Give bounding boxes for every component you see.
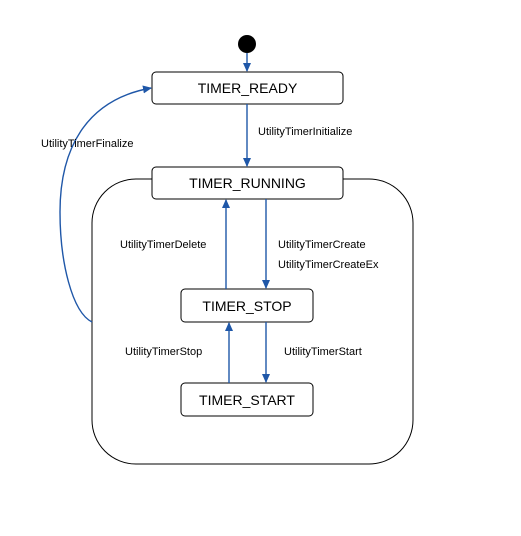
state-timer-running: TIMER_RUNNING bbox=[151, 166, 344, 200]
state-timer-stop-label: TIMER_STOP bbox=[202, 298, 291, 314]
state-timer-running-label: TIMER_RUNNING bbox=[189, 175, 306, 191]
label-utility-timer-create-ex: UtilityTimerCreateEx bbox=[278, 259, 379, 271]
edge-finalize-to-ready bbox=[59, 85, 152, 323]
label-utility-timer-create: UtilityTimerCreate bbox=[278, 239, 366, 251]
label-utility-timer-delete: UtilityTimerDelete bbox=[120, 239, 206, 251]
state-timer-ready-label: TIMER_READY bbox=[198, 80, 298, 96]
label-utility-timer-stop: UtilityTimerStop bbox=[125, 346, 202, 358]
label-utility-timer-start: UtilityTimerStart bbox=[284, 346, 362, 358]
state-timer-start-label: TIMER_START bbox=[199, 392, 295, 408]
state-timer-start: TIMER_START bbox=[180, 382, 314, 417]
state-timer-ready: TIMER_READY bbox=[151, 71, 344, 105]
state-timer-stop: TIMER_STOP bbox=[180, 288, 314, 323]
label-utility-timer-finalize: UtilityTimerFinalize bbox=[41, 138, 134, 150]
initial-state-dot bbox=[238, 35, 256, 53]
label-utility-timer-initialize: UtilityTimerInitialize bbox=[258, 126, 352, 138]
